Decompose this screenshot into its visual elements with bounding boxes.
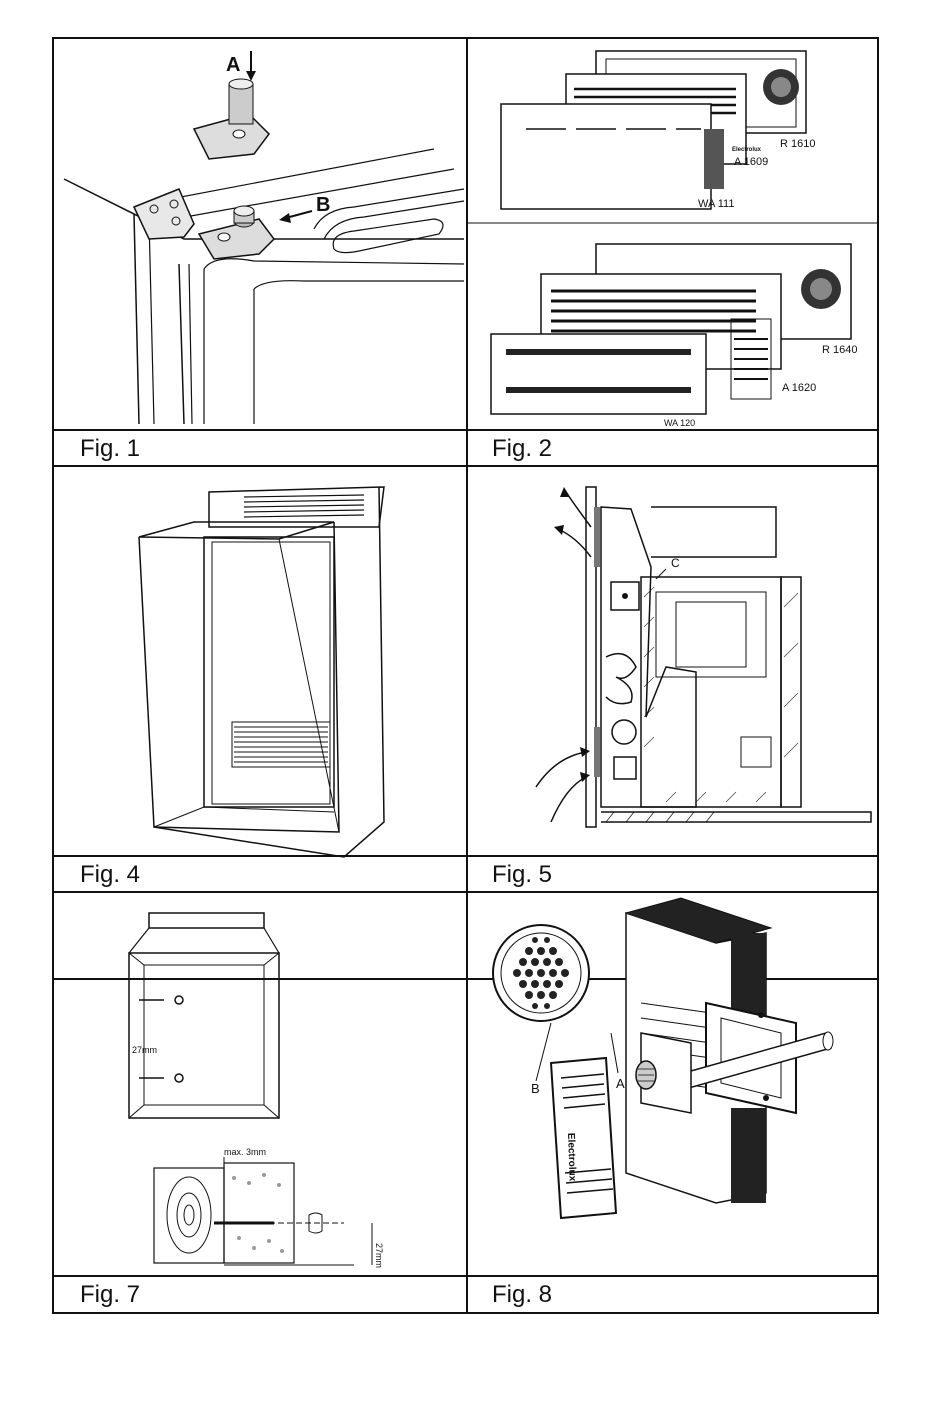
fig1-panel: A B Fig. 1 <box>54 39 468 467</box>
fig5-drawing: C <box>466 467 877 857</box>
fig7-caption-rule <box>54 1275 466 1277</box>
fig2-r1610: R 1610 <box>780 138 815 150</box>
fig7-dim-max: max. 3mm <box>224 1147 266 1157</box>
fig2-wa120: WA 120 <box>664 418 695 428</box>
fig7-dim-top: 27mm <box>132 1045 157 1055</box>
fig2-a1609: A 1609 <box>734 156 768 168</box>
figure-sheet-lower: 27mm max. 3mm 27mm Fig. 7 <box>52 893 879 1314</box>
fig8-caption: Fig. 8 <box>492 1281 552 1309</box>
fig5-panel: C Fig. 5 <box>466 467 879 893</box>
fig7-cell: 27mm max. 3mm 27mm Fig. 7 <box>54 893 468 1312</box>
fig7-dim-side: 27mm <box>374 1243 384 1268</box>
fig2-top-set: R 1610 A 1609 WA 111 Electrolux <box>501 51 815 210</box>
figure-sheet: A B Fig. 1 <box>52 37 879 980</box>
fig8-drawing: Electrolux A B <box>466 893 877 1273</box>
fig4-caption-rule <box>54 855 466 857</box>
fig1-drawing: A B <box>54 39 464 429</box>
fig2-wa111: WA 111 <box>698 198 734 210</box>
fig4-drawing <box>54 467 464 857</box>
fig2-r1640: R 1640 <box>822 344 857 356</box>
fig5-caption-rule <box>466 855 877 857</box>
fig2-panel: R 1610 A 1609 WA 111 Electrolux <box>466 39 879 467</box>
fig1-caption: Fig. 1 <box>80 435 140 463</box>
fig7-drawing: 27mm max. 3mm 27mm <box>54 893 464 1273</box>
fig4-caption: Fig. 4 <box>80 861 140 889</box>
fig5-label-c: C <box>671 556 680 570</box>
fig8-cell: Electrolux A B Fig. 8 <box>466 893 879 1312</box>
fig1-label-a: A <box>226 54 240 76</box>
fig8-label-a: A <box>616 1076 625 1091</box>
fig4-panel: Fig. 4 <box>54 467 468 893</box>
fig8-caption-rule <box>466 1275 877 1277</box>
fig5-caption: Fig. 5 <box>492 861 552 889</box>
fig2-caption: Fig. 2 <box>492 435 552 463</box>
fig2-a1620: A 1620 <box>782 382 816 394</box>
fig1-label-b: B <box>316 194 330 216</box>
fig2-bottom-set: R 1640 A 1620 WA 120 <box>491 244 857 428</box>
fig8-label-b: B <box>531 1081 540 1096</box>
fig8-brand: Electrolux <box>565 1133 578 1182</box>
fig7-caption: Fig. 7 <box>80 1281 140 1309</box>
fig2-drawing: R 1610 A 1609 WA 111 Electrolux <box>466 39 877 429</box>
fig2-brand-top: Electrolux <box>732 147 762 153</box>
fig1-caption-rule <box>54 429 466 431</box>
fig2-caption-rule <box>466 429 877 431</box>
